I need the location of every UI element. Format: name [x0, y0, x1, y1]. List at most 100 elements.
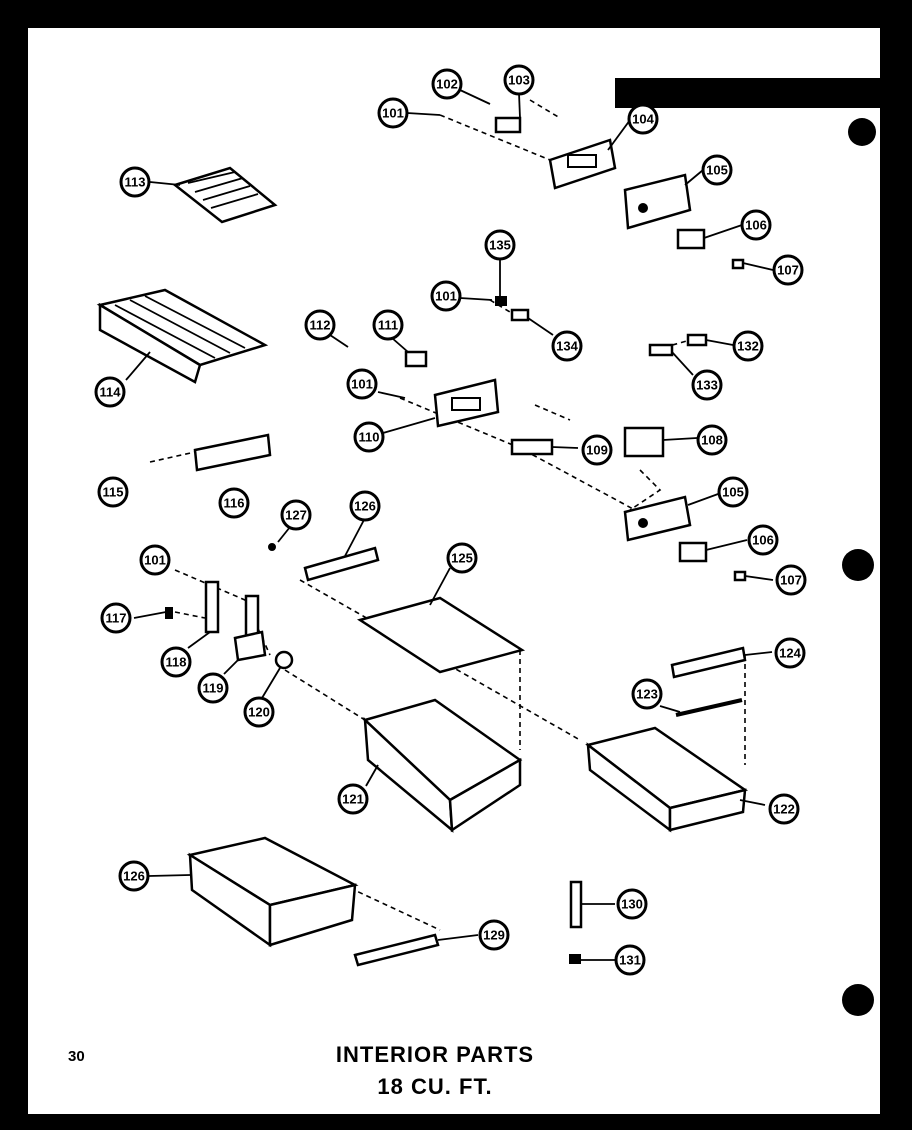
callout-117: 117	[100, 602, 132, 634]
diagram-title: INTERIOR PARTS	[335, 1042, 535, 1067]
callout-101: 101	[430, 280, 462, 312]
callout-leaders	[125, 89, 774, 961]
callout-116: 116	[218, 487, 250, 519]
svg-text:113: 113	[125, 175, 146, 190]
callout-125: 125	[446, 542, 478, 574]
callout-134: 134	[551, 330, 583, 362]
svg-text:108: 108	[701, 433, 723, 448]
callout-105: 105	[701, 154, 733, 186]
svg-text:120: 120	[248, 705, 270, 720]
part-118-bracket	[204, 580, 260, 642]
callout-109: 109	[581, 434, 613, 466]
callout-104: 104	[627, 103, 659, 135]
svg-text:111: 111	[378, 318, 398, 333]
svg-text:118: 118	[166, 655, 187, 670]
svg-text:133: 133	[696, 378, 718, 393]
callout-106: 106	[740, 209, 772, 241]
svg-text:125: 125	[451, 551, 473, 566]
part-123-rod	[675, 698, 743, 717]
callouts: 102 103 101 104 105 106 107 113 135 101 …	[94, 64, 807, 976]
callout-123: 123	[631, 678, 663, 710]
svg-text:102: 102	[436, 77, 458, 92]
part-110-control-housing	[433, 378, 500, 428]
page-number: 30	[68, 1048, 85, 1065]
svg-text:122: 122	[773, 802, 795, 817]
part-126-rail-upper	[303, 546, 380, 582]
svg-text:119: 119	[203, 681, 224, 696]
svg-text:109: 109	[586, 443, 608, 458]
callout-119: 119	[197, 672, 229, 704]
svg-text:126: 126	[123, 869, 145, 884]
svg-text:121: 121	[342, 792, 364, 807]
callout-108: 108	[696, 424, 728, 456]
part-124-rail	[670, 646, 747, 679]
callout-106: 106	[747, 524, 779, 556]
callout-114: 114	[94, 376, 126, 408]
svg-text:107: 107	[777, 263, 799, 278]
callout-121: 121	[337, 783, 369, 815]
svg-text:110: 110	[359, 430, 380, 445]
svg-text:105: 105	[722, 485, 744, 500]
svg-text:126: 126	[354, 499, 376, 514]
callout-126: 126	[118, 860, 150, 892]
diagram-subtitle: 18 CU. FT.	[377, 1074, 493, 1099]
part-106-knob-plate-bottom	[678, 541, 708, 563]
small-hardware	[165, 116, 747, 619]
part-105-thermostat-cover-top	[623, 173, 692, 230]
svg-text:123: 123	[636, 687, 658, 702]
callout-126: 126	[349, 490, 381, 522]
svg-text:127: 127	[285, 508, 307, 523]
callout-129: 129	[478, 919, 510, 951]
callout-118: 118	[160, 646, 192, 678]
part-131-clip	[569, 954, 581, 964]
part-114-shelf	[96, 288, 269, 384]
svg-text:103: 103	[508, 73, 530, 88]
part-120-roller	[274, 650, 294, 670]
svg-text:129: 129	[483, 928, 505, 943]
svg-text:115: 115	[103, 485, 124, 500]
svg-text:112: 112	[310, 318, 331, 333]
callout-113: 113	[119, 166, 151, 198]
svg-text:106: 106	[745, 218, 767, 233]
callout-135: 135	[484, 229, 516, 261]
callout-111: 111	[372, 309, 404, 341]
callout-101: 101	[346, 368, 378, 400]
svg-text:106: 106	[752, 533, 774, 548]
svg-text:131: 131	[619, 953, 641, 968]
part-130-post	[569, 880, 583, 929]
part-106-knob-plate-top	[676, 228, 706, 250]
callout-120: 120	[243, 696, 275, 728]
callout-107: 107	[775, 564, 807, 596]
svg-text:117: 117	[106, 611, 127, 626]
callout-127: 127	[280, 499, 312, 531]
callout-130: 130	[616, 888, 648, 920]
callout-133: 133	[691, 369, 723, 401]
part-128-drawer	[186, 836, 359, 948]
svg-text:101: 101	[382, 106, 404, 121]
part-116-rail	[193, 433, 272, 472]
part-119-bracket-base	[233, 630, 267, 662]
callout-112: 112	[304, 309, 336, 341]
part-104-control-housing	[548, 138, 617, 190]
part-122-meat-pan	[585, 726, 749, 833]
part-121-crisper-pan	[362, 698, 523, 833]
scan-artifacts	[615, 28, 890, 1118]
part-108-thermostat	[623, 426, 665, 458]
callout-103: 103	[503, 64, 535, 96]
svg-text:104: 104	[632, 112, 654, 127]
callout-102: 102	[431, 68, 463, 100]
callout-105: 105	[717, 476, 749, 508]
svg-text:101: 101	[351, 377, 373, 392]
callout-115: 115	[97, 476, 129, 508]
svg-text:132: 132	[737, 339, 759, 354]
svg-text:116: 116	[224, 496, 245, 511]
svg-text:101: 101	[435, 289, 457, 304]
callout-101: 101	[377, 97, 409, 129]
svg-text:107: 107	[780, 573, 802, 588]
callout-124: 124	[774, 637, 806, 669]
callout-131: 131	[614, 944, 646, 976]
svg-text:101: 101	[144, 553, 166, 568]
svg-text:114: 114	[100, 385, 122, 400]
